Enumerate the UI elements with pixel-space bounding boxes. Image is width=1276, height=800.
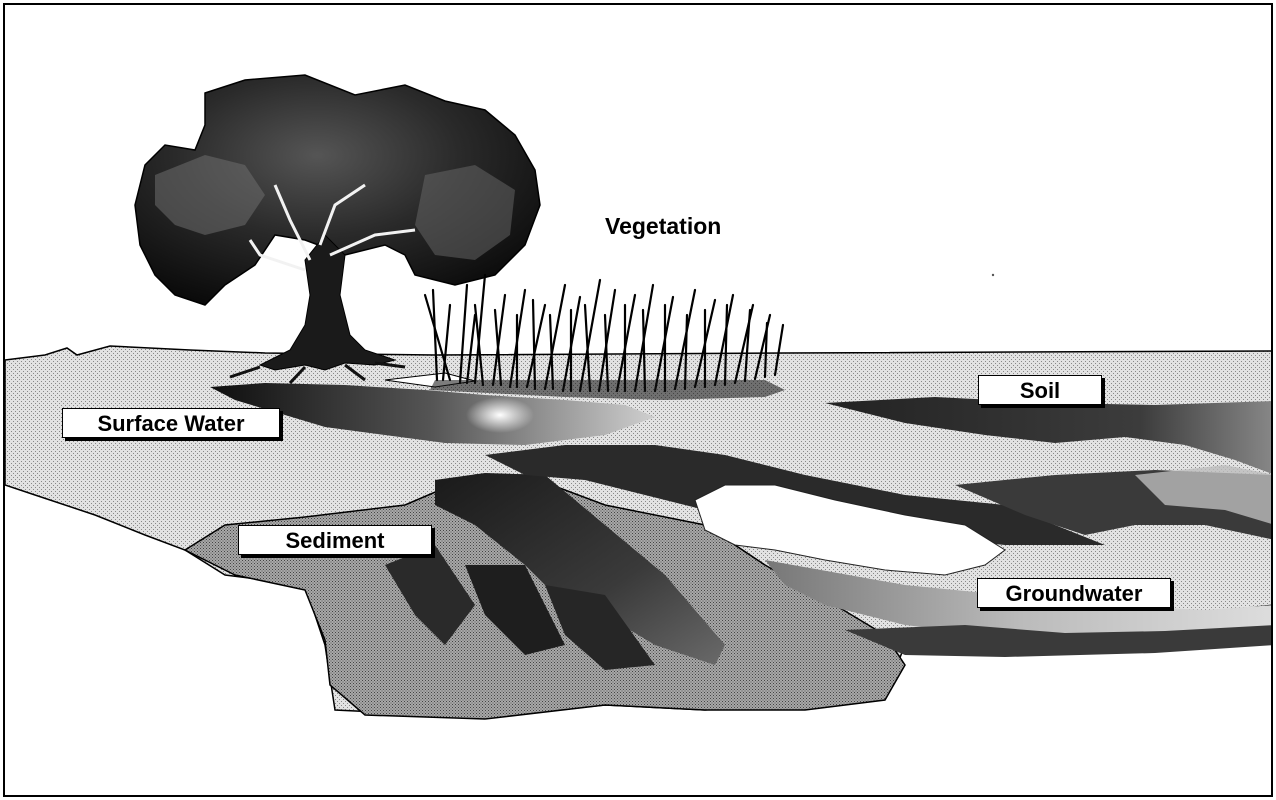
groundwater-label: Groundwater <box>977 578 1171 608</box>
sediment-label: Sediment <box>238 525 432 555</box>
diagram-frame: Vegetation Surface Water Soil Sediment G… <box>3 3 1273 797</box>
surface-water-label: Surface Water <box>62 408 280 438</box>
stray-dot <box>992 274 994 276</box>
soil-label: Soil <box>978 375 1102 405</box>
water-glint <box>466 397 534 433</box>
vegetation-label: Vegetation <box>605 213 721 240</box>
tree-trunk <box>260 235 395 370</box>
